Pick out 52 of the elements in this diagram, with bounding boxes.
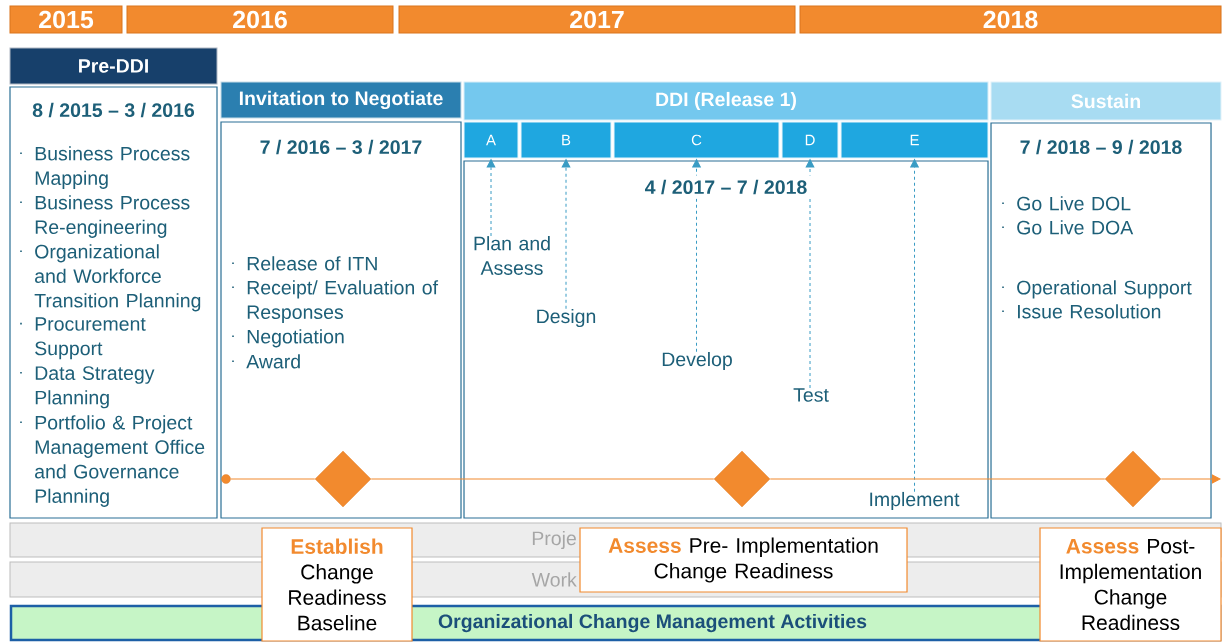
- year-bar: 2016: [126, 5, 394, 34]
- bullet-item: Award: [232, 354, 300, 369]
- date-range: 8 / 2015 – 3 / 2016: [32, 102, 195, 118]
- bullet-item: Go Live DOL: [1002, 196, 1131, 211]
- arrow: [561, 159, 571, 310]
- bullet-item: Procurement Support: [20, 317, 146, 360]
- bullet-item: Portfolio & Project Management Office and Governance Planning: [20, 415, 205, 507]
- year-bar: 2017: [398, 5, 796, 34]
- phase-header: Invitation to Negotiate: [220, 81, 462, 119]
- bullet-item: Operational Support: [1002, 280, 1192, 299]
- stage-label: Implement: [870, 491, 960, 511]
- stage-box: B: [520, 121, 612, 159]
- stage-box: D: [781, 121, 839, 159]
- date-range: 7 / 2016 – 3 / 2017: [260, 139, 422, 155]
- arrow: [910, 159, 919, 493]
- milestone-diamond: [1104, 450, 1162, 508]
- arrow: [486, 159, 496, 237]
- bar-label: Proje: [532, 530, 576, 550]
- stage-label: Test: [793, 388, 829, 402]
- phase-header: Sustain: [990, 81, 1222, 121]
- bullet-item: Business Process Re-engineering: [20, 195, 190, 238]
- bullet-item: Negotiation: [232, 329, 344, 348]
- bullet-item: Organizational and Workforce Transition Planning: [20, 244, 201, 312]
- callout-box: Assess Pre- Implementation Change Readiness: [579, 527, 908, 593]
- milestone-diamond: [713, 450, 771, 508]
- stage-box: A: [463, 121, 519, 159]
- timeline-line: [230, 478, 316, 480]
- timeline-line: [370, 478, 715, 480]
- bullet-item: Business Process Mapping: [20, 146, 190, 189]
- timeline-line: [769, 478, 1106, 480]
- callout-box: Establish Change Readiness Baseline: [261, 527, 413, 642]
- year-bar: 2018: [799, 5, 1222, 34]
- arrow: [1160, 474, 1221, 484]
- phase-header: Pre-DDI: [9, 47, 218, 85]
- bullet-item: Data Strategy Planning: [20, 366, 155, 409]
- phase-card: [463, 160, 989, 519]
- callout-box: Assess Post- Implementation Change Readiness: [1039, 527, 1222, 642]
- arrow: [805, 159, 815, 389]
- date-range: 4 / 2017 – 7 / 2018: [641, 175, 811, 199]
- bar-label: Work: [531, 572, 577, 587]
- bullet-item: Go Live DOA: [1002, 220, 1134, 235]
- stage-label: Develop: [662, 351, 732, 371]
- milestone-diamond: [314, 450, 372, 508]
- year-bar: 2015: [9, 5, 123, 34]
- stage-label: Design: [537, 308, 596, 328]
- phase-header: DDI (Release 1): [463, 81, 989, 121]
- bullet-item: Release of ITN: [232, 256, 377, 271]
- date-range: 7 / 2018 – 9 / 2018: [1020, 139, 1182, 155]
- bullet-item: Issue Resolution: [1002, 304, 1161, 319]
- arrow: [692, 159, 701, 353]
- stage-label: Plan and Assess: [474, 236, 550, 275]
- bullet-item: Receipt/ Evaluation of Responses: [232, 280, 439, 323]
